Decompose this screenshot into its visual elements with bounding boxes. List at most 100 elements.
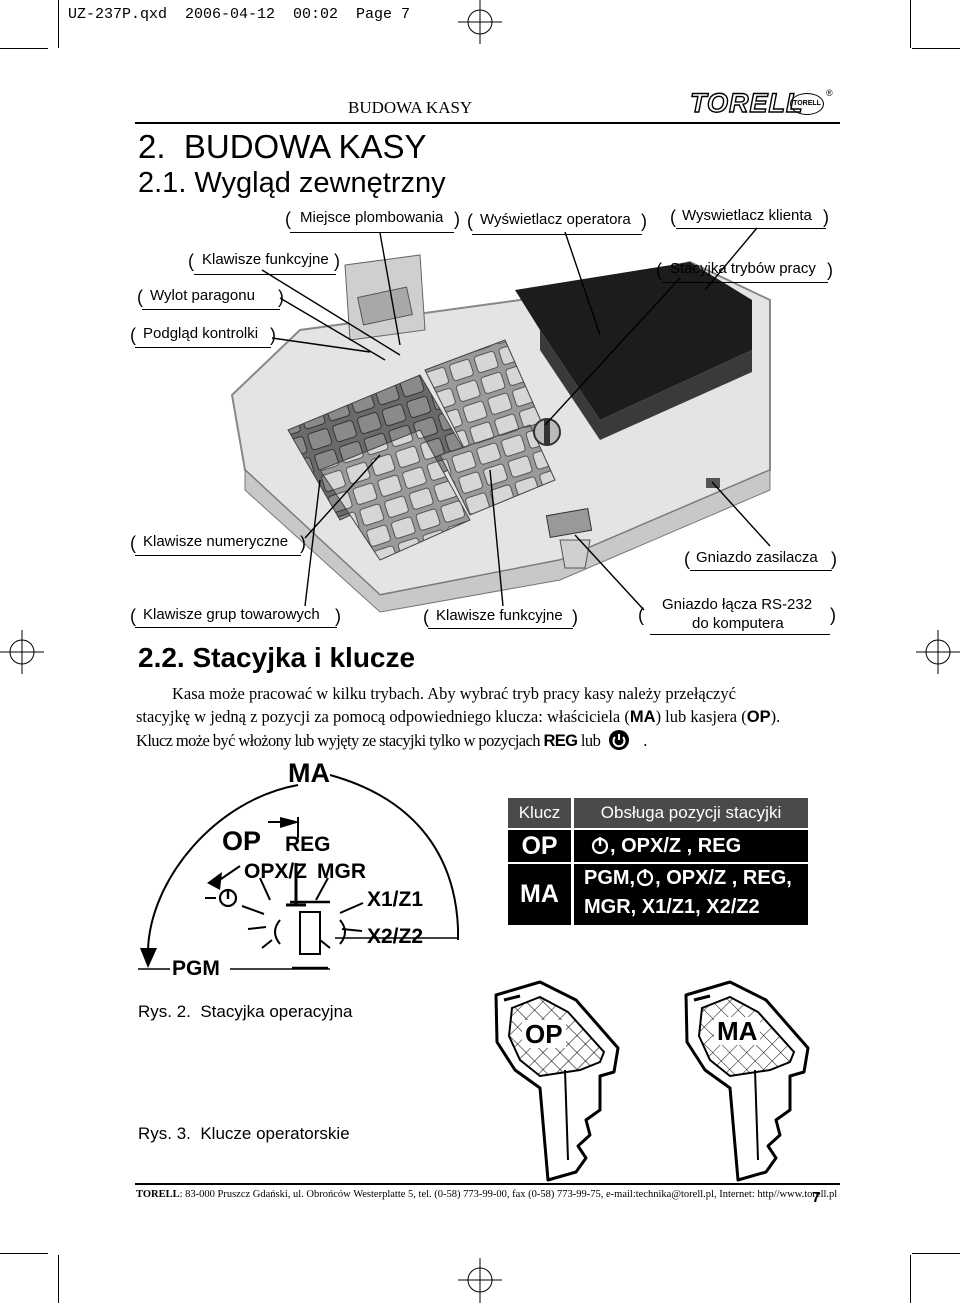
callout-bracket: ) <box>278 287 284 307</box>
switch-label-pgm: PGM <box>172 957 220 980</box>
callout-bracket: ( <box>130 606 136 626</box>
key-table-row-ma-key: MA <box>508 864 571 925</box>
paragraph-text: ) lub kasjera ( <box>655 707 747 726</box>
key-table-row-op-key: OP <box>508 830 571 862</box>
registration-mark-right <box>916 630 960 674</box>
brand-badge: TORELL <box>790 93 824 115</box>
callout-rule <box>135 627 337 628</box>
brand-logo: TORELL TORELL ® <box>689 87 840 122</box>
callout-rs232-line2: do komputera <box>692 615 784 632</box>
arrow-pgm <box>140 948 157 968</box>
register-base <box>244 468 771 613</box>
callout-bracket: ) <box>334 251 340 271</box>
brand-wordmark: TORELL <box>689 87 804 118</box>
paragraph-line-3: Klucz może być włożony lub wyjęty ze sta… <box>136 729 836 753</box>
crop-mark <box>0 1253 48 1254</box>
key-table-row-ma-line1: PGM,, OPX/Z , REG, <box>584 864 808 893</box>
footer-address: : 83-000 Pruszcz Gdański, ul. Obrońców W… <box>179 1189 838 1200</box>
callout-bracket: ) <box>270 325 276 345</box>
switch-label-opxz-text: OPX/Z <box>244 860 308 883</box>
paragraph-line-1: Kasa może pracować w kilku trybach. Aby … <box>172 684 736 703</box>
callout-bracket: ( <box>423 607 429 627</box>
callout-bracket: ) <box>827 260 833 280</box>
callout-rule <box>472 234 642 235</box>
callout-bracket: ) <box>454 209 460 229</box>
key-table-header-positions: Obsługa pozycji stacyjki <box>574 798 808 828</box>
callout-bracket: ) <box>641 211 647 231</box>
section-title: 2. BUDOWA KASY <box>138 128 427 165</box>
callout-rule <box>428 628 573 629</box>
switch-label-x1z1: X1/Z1 <box>367 888 424 911</box>
callout-function-keys-bottom: Klawisze funkcyjne <box>436 607 563 624</box>
callout-bracket: ( <box>656 260 662 280</box>
key-table-row-ma-value: PGM,, OPX/Z , REG, MGR, X1/Z1, X2/Z2 <box>574 864 808 925</box>
callout-bracket: ( <box>467 211 473 231</box>
callout-function-keys-top: Klawisze funkcyjne <box>202 251 329 268</box>
power-icon <box>218 888 238 908</box>
arc-ma <box>147 784 299 951</box>
key-ma-label: MA <box>714 1017 761 1045</box>
callout-bracket: ) <box>300 533 306 553</box>
arc-ma-right <box>329 774 459 929</box>
registration-mark-bottom <box>458 1258 502 1303</box>
keypad-right <box>439 424 556 516</box>
callout-rule <box>676 228 826 229</box>
callout-rule <box>650 634 830 635</box>
crop-mark <box>58 0 59 48</box>
printer-cover-front <box>540 330 752 440</box>
registration-mark-left <box>0 630 44 674</box>
callout-bracket: ( <box>684 549 690 569</box>
callout-control-view: Podgląd kontrolki <box>143 325 259 342</box>
paragraph-text: stacyjkę w jedną z pozycji za pomocą odp… <box>136 707 630 726</box>
callout-bracket: ( <box>670 207 676 227</box>
key-slot <box>299 911 321 955</box>
callout-rs232-line1: Gniazdo łącza RS-232 <box>662 596 813 613</box>
callout-bracket: ( <box>188 251 194 271</box>
key-table-row-ma-pgm: PGM, <box>584 867 636 889</box>
callout-operator-display: Wyświetlacz operatora <box>480 211 631 228</box>
page-number: 7 <box>812 1189 821 1206</box>
callout-bracket: ( <box>130 325 136 345</box>
callout-numeric-keys: Klawisze numeryczne <box>143 533 289 550</box>
crop-mark <box>910 0 911 48</box>
callout-rule <box>135 555 301 556</box>
registration-mark-top <box>458 0 502 44</box>
footer-company: TORELL <box>136 1189 180 1200</box>
callout-bracket: ( <box>130 533 136 553</box>
paragraph-text: ). <box>770 707 781 726</box>
paragraph-line-2: stacyjkę w jedną z pozycji za pomocą odp… <box>136 705 836 729</box>
key-table-row-op-value: , OPX/Z , REG <box>574 830 808 862</box>
callout-rule <box>142 309 280 310</box>
switch-label-reg: REG <box>285 833 331 856</box>
callout-power-socket: Gniazdo zasilacza <box>696 549 818 566</box>
subsection-title-exterior: 2.1. Wygląd zewnętrzny <box>138 167 446 199</box>
key-table: Klucz Obsługa pozycji stacyjki OP , OPX/… <box>508 798 808 925</box>
footer-rule <box>135 1183 840 1185</box>
power-icon <box>608 730 629 750</box>
registered-mark: ® <box>826 88 833 98</box>
callout-customer-display: Wyswietlacz klienta <box>682 207 812 224</box>
file-header: UZ-237P.qxd 2006-04-12 00:02 Page 7 <box>68 6 411 23</box>
paragraph-key-op: OP <box>746 708 771 726</box>
switch-label-opxz: OPX/Z <box>244 860 307 884</box>
callout-rule <box>194 274 336 275</box>
arrow-reg <box>280 817 300 828</box>
switch-label-mgr: MGR <box>317 860 366 883</box>
printer-cover <box>515 262 752 420</box>
footer-contact: TORELL: 83-000 Pruszcz Gdański, ul. Obro… <box>136 1189 837 1200</box>
key-table-header-key: Klucz <box>508 798 571 828</box>
crop-mark <box>912 1253 960 1254</box>
callout-bracket: ) <box>830 605 836 625</box>
switch-label-op: OP <box>222 826 262 856</box>
callout-bracket: ( <box>285 209 291 229</box>
paragraph-text: Klucz może być włożony lub wyjęty ze sta… <box>136 731 544 750</box>
key-ma <box>684 980 810 1182</box>
callout-rule <box>690 570 832 571</box>
callout-bracket: ) <box>823 207 829 227</box>
callout-bracket: ) <box>831 549 837 569</box>
header-rule <box>135 122 840 124</box>
